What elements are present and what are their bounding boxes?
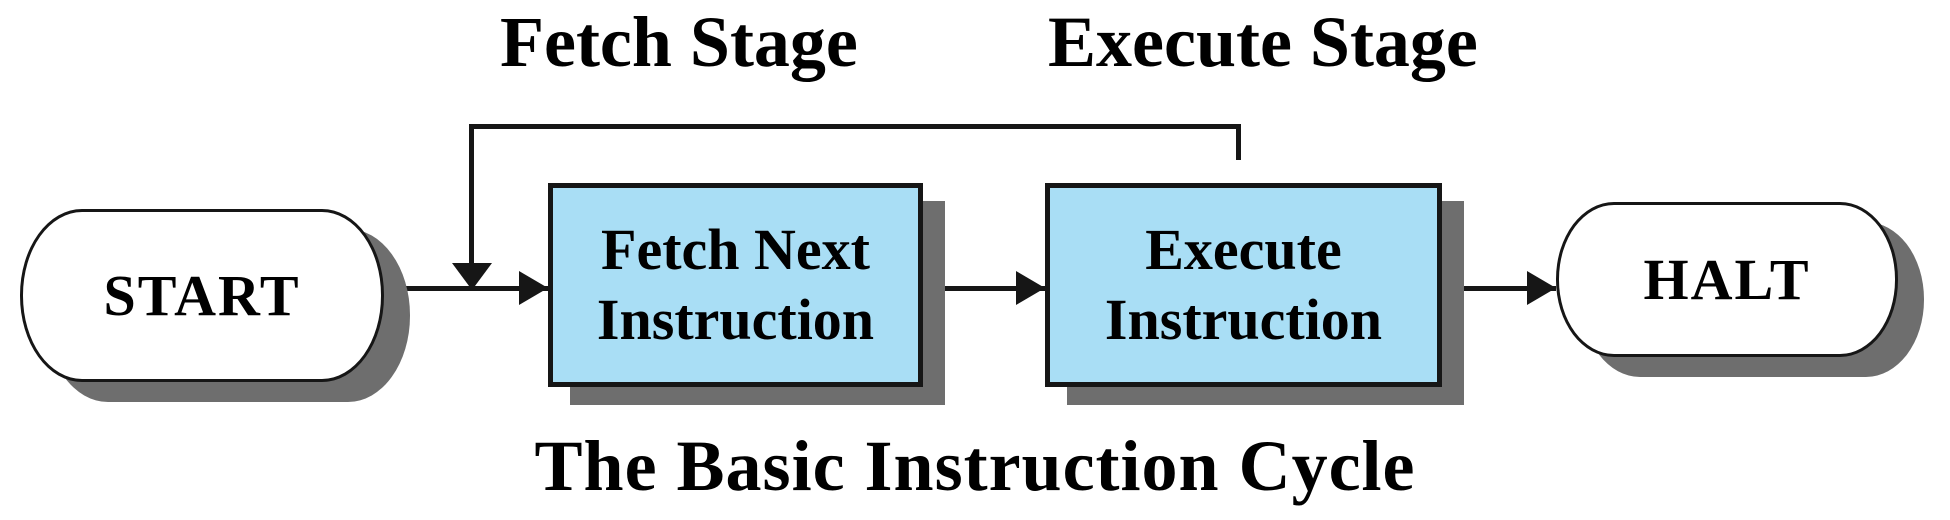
execute-instruction-box: Execute Instruction	[1045, 183, 1442, 387]
feedback-line-left-drop	[469, 124, 474, 268]
halt-terminal: HALT	[1556, 202, 1898, 357]
fetch-next-instruction-box: Fetch Next Instruction	[548, 183, 923, 387]
connector-execute-to-halt	[1442, 286, 1556, 291]
diagram-title: The Basic Instruction Cycle	[534, 426, 1416, 506]
connector-start-to-fetch	[378, 286, 548, 291]
feedback-line-top	[469, 124, 1241, 129]
arrowhead-into-halt-icon	[1527, 271, 1556, 305]
execute-box-label-line1: Execute	[1145, 217, 1342, 282]
start-terminal-label: START	[103, 263, 301, 328]
connector-fetch-to-execute	[923, 286, 1045, 291]
fetch-box-label-line2: Instruction	[596, 287, 875, 352]
halt-terminal-label: HALT	[1643, 247, 1811, 312]
feedback-arrowhead-down-icon	[452, 263, 492, 290]
start-terminal: START	[20, 209, 384, 382]
arrowhead-into-fetch-icon	[519, 271, 548, 305]
fetch-stage-label: Fetch Stage	[500, 2, 858, 82]
arrowhead-into-execute-icon	[1016, 271, 1045, 305]
fetch-box-label-line1: Fetch Next	[601, 217, 870, 282]
execute-box-label-line2: Instruction	[1104, 287, 1383, 352]
execute-stage-label: Execute Stage	[1048, 2, 1478, 82]
feedback-line-right-stub	[1236, 124, 1241, 160]
